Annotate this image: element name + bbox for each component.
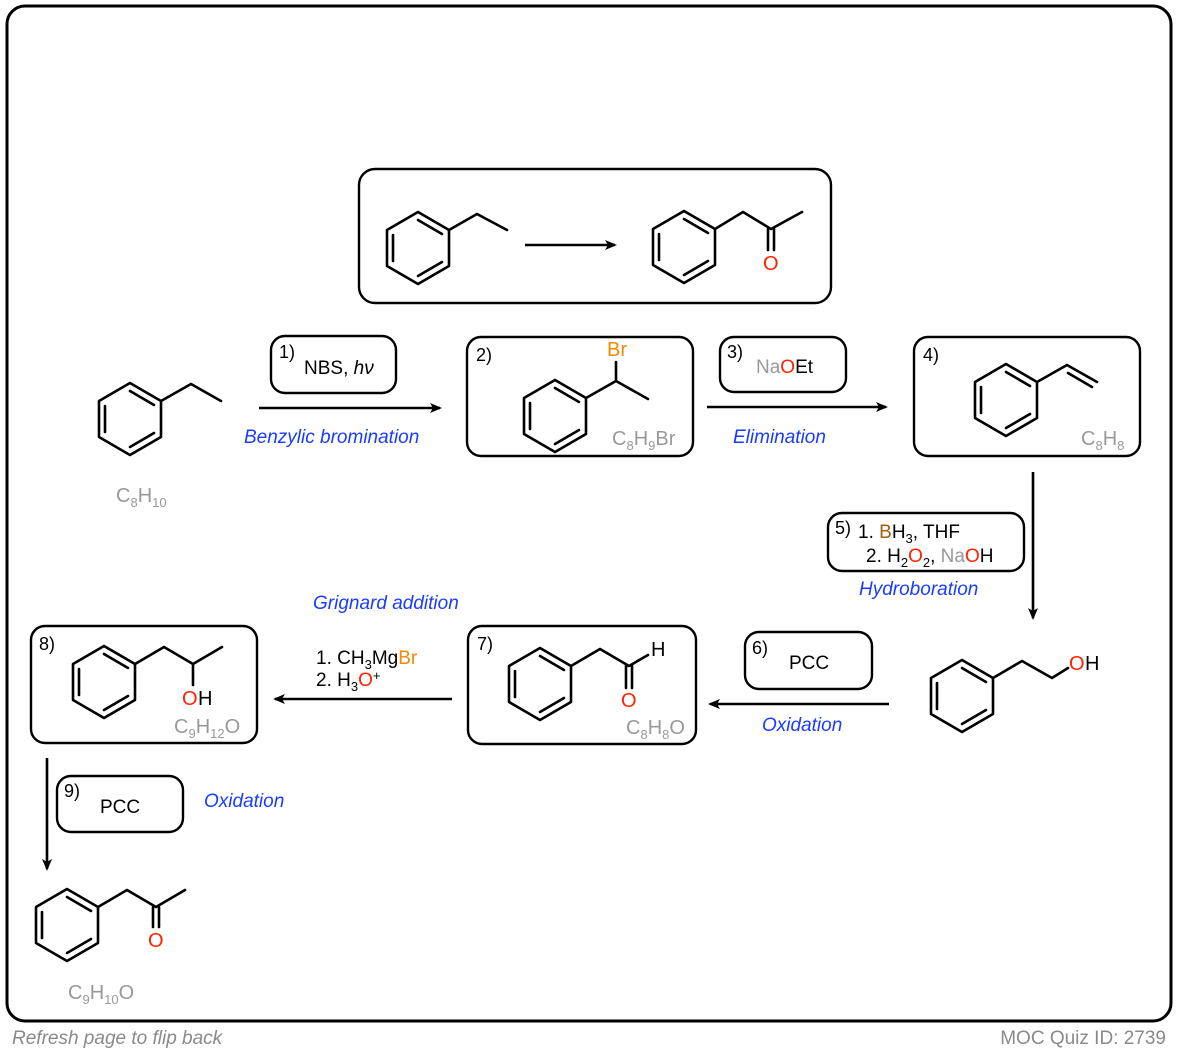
step-5-reagents: 5) 1. BH3, THF 2. H2O2, NaOH [826,511,1026,573]
step-8-reaction-name: Grignard addition [313,593,459,614]
flip-back-hint: Refresh page to flip back [12,1028,223,1049]
step-4-product: 4) C8H8 [912,335,1142,458]
step-9-reagents: 9) PCC [55,774,185,834]
question-box: O [357,167,833,305]
step-6-number: 6) [752,638,768,658]
step-8-reagent-line-2: 2. H3O+ [316,668,380,694]
step-6-reagent: PCC [789,653,829,674]
step-7-product: 7) O H C8H8O [466,624,698,746]
step-2-formula: C8H9Br [612,428,676,453]
step-7-box [466,624,698,746]
step-7-aldehyde-hydrogen: H [651,639,665,661]
step-6-reaction-name: Oxidation [762,715,842,736]
step-6-reagents: 6) PCC [743,630,874,691]
step-3-reagents: 3) NaOEt [718,335,848,394]
step-9-number: 9) [64,781,80,801]
step-2-box [465,335,695,458]
final-formula: C9H10O [68,982,134,1007]
step-4-formula: C8H8 [1081,428,1124,453]
step-3-reagent: NaOEt [756,357,814,378]
step-5-reagent-line-1: 1. BH3, THF [858,522,960,546]
step-5-product: O H [929,653,1099,734]
quiz-id: MOC Quiz ID: 2739 [1000,1028,1166,1049]
quiz-card-frame [5,4,1173,1023]
step-2-bromine: Br [607,339,627,361]
step-8-formula: C9H12O [174,716,240,741]
step-8-oxygen: O [182,688,198,710]
step-6-reagent-box [743,630,874,691]
step-8-box [29,624,259,745]
step-1-reagents: 1) NBS, hν [269,334,398,395]
step-4-number: 4) [923,345,939,365]
step-7-oxygen: O [621,690,637,712]
step-5-number: 5) [835,518,851,538]
step-3-reaction-name: Elimination [733,427,826,448]
step-2-number: 2) [476,345,492,365]
step-5-reaction-name: Hydroboration [859,579,978,600]
step-1-number: 1) [279,342,295,362]
final-product: O C9H10O [34,887,187,1007]
question-box-border [357,167,833,305]
step-9-reaction-name: Oxidation [204,791,284,812]
step-9-reagent-box [55,774,185,834]
step-1-reaction-name: Benzylic bromination [244,427,419,448]
step-9-reagent: PCC [100,797,140,818]
step-5-reagent-line-2: 2. H2O2, NaOH [866,546,993,570]
step-5-product-hydrogen: H [1085,653,1099,675]
step-7-formula: C8H8O [626,717,685,742]
step-7-number: 7) [477,634,493,654]
step-5-product-oxygen: O [1069,653,1085,675]
step-4-box [912,335,1142,458]
step-8-hydroxyl-hydrogen: H [198,688,212,710]
step-1-reagent: NBS, hν [304,358,374,379]
start-compound: C8H10 [97,381,223,510]
final-product-oxygen: O [148,930,164,952]
step-2-product: 2) Br C8H9Br [465,335,695,458]
start-formula: C8H10 [116,485,167,510]
step-1-reagent-box [269,334,398,395]
question-start-molecule [385,210,509,286]
step-8-number: 8) [39,634,55,654]
question-target-oxygen: O [763,253,779,275]
step-8-product: 8) O H C9H12O [29,624,259,745]
step-3-number: 3) [727,342,743,362]
step-8-reagent-line-1: 1. CH3MgBr [316,648,418,672]
step-5-reagent-box [826,511,1026,573]
question-target-molecule: O [651,209,804,285]
step-3-reagent-box [718,335,848,394]
